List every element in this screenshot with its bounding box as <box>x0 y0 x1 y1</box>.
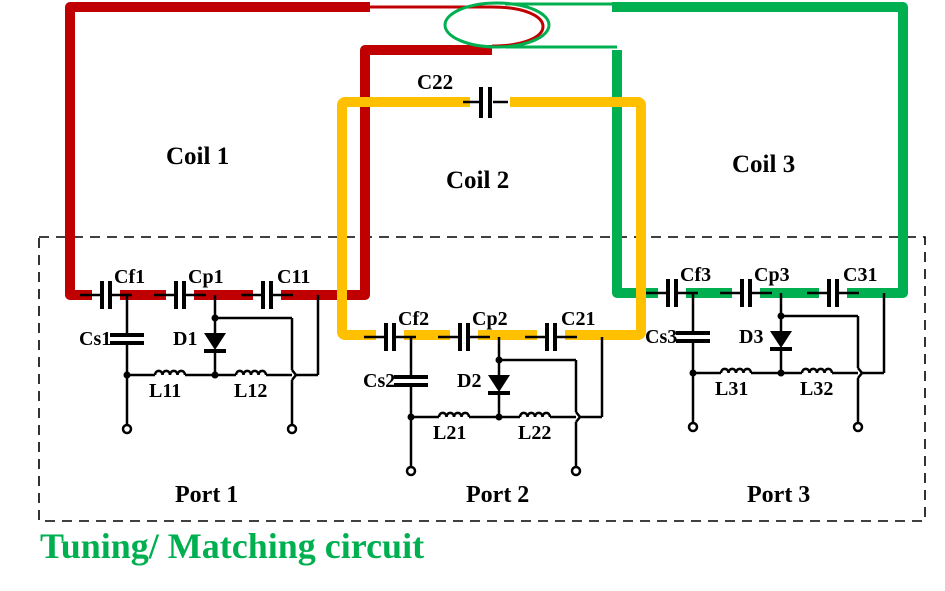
label-cp3: Cp3 <box>754 264 790 286</box>
cap-gap <box>658 285 686 301</box>
capacitor-cf2 <box>364 323 416 351</box>
cap-gap <box>732 285 760 301</box>
cap-gap <box>253 287 281 303</box>
label-cs1: Cs1 <box>79 328 111 350</box>
diode-1-icon <box>204 333 226 350</box>
coil-3-outer-loop <box>612 2 908 298</box>
label-l11: L11 <box>149 380 181 402</box>
label-l32: L32 <box>800 378 833 400</box>
c22-label: C22 <box>417 70 453 94</box>
inductor-l32 <box>800 367 834 374</box>
diode-2-icon <box>488 375 510 392</box>
wire-crossover <box>857 367 864 379</box>
label-cs3: Cs3 <box>645 326 677 348</box>
cap-gap <box>92 287 120 303</box>
label-l31: L31 <box>715 378 748 400</box>
capacitor-c31 <box>807 279 859 307</box>
coil-2-loop <box>337 97 646 340</box>
label-l21: L21 <box>433 422 466 444</box>
cap-gap <box>166 287 194 303</box>
label-cs2: Cs2 <box>363 370 395 392</box>
inductor-coil <box>800 367 834 374</box>
capacitor-cp1 <box>154 281 206 309</box>
label-c21: C21 <box>561 308 595 330</box>
cap-gap <box>819 285 847 301</box>
port-2-label: Port 2 <box>466 482 529 508</box>
port-3-terminal-right <box>852 421 864 433</box>
label-cf3: Cf3 <box>680 264 711 286</box>
tuning-matching-title: Tuning/ Matching circuit <box>40 526 424 566</box>
port-2-terminal-left <box>405 465 417 477</box>
port-3-label: Port 3 <box>747 482 810 508</box>
inductor-coil <box>719 367 753 374</box>
inductor-l11 <box>153 369 187 376</box>
port-1-label: Port 1 <box>175 482 238 508</box>
capacitor-cf3 <box>646 279 698 307</box>
coil-3-label: Coil 3 <box>732 151 795 178</box>
coil-2 <box>337 97 646 340</box>
label-l12: L12 <box>234 380 267 402</box>
coil-2-label: Coil 2 <box>446 167 509 194</box>
port-1-terminal-left <box>121 423 133 435</box>
label-cf1: Cf1 <box>114 266 145 288</box>
label-l22: L22 <box>518 422 551 444</box>
port-2-terminal-right <box>570 465 582 477</box>
coil-1-label: Coil 1 <box>166 143 229 170</box>
label-cf2: Cf2 <box>398 308 429 330</box>
cap-gap <box>537 329 565 345</box>
label-d2: D2 <box>457 370 481 392</box>
label-d3: D3 <box>739 326 763 348</box>
capacitor-c22 <box>463 87 510 118</box>
wire-crossover <box>575 411 582 423</box>
inductor-l12 <box>234 369 268 376</box>
capacitor-c11 <box>241 281 293 309</box>
label-cp1: Cp1 <box>188 266 224 288</box>
inductor-coil <box>518 411 552 418</box>
label-d1: D1 <box>173 328 197 350</box>
cap-gap <box>450 329 478 345</box>
diode-3-icon <box>770 331 792 348</box>
label-c31: C31 <box>843 264 877 286</box>
cap-gap <box>376 329 404 345</box>
port-3-terminal-left <box>687 421 699 433</box>
capacitor-c21 <box>525 323 577 351</box>
coil-crossover-ellipse <box>443 1 551 49</box>
coil-1-crossover-arc <box>491 5 545 48</box>
capacitor-cf1 <box>80 281 132 309</box>
capacitor-cp2 <box>438 323 490 351</box>
port-1-terminal-right <box>286 423 298 435</box>
inductor-coil <box>234 369 268 376</box>
wire-crossover <box>291 369 298 381</box>
inductor-coil <box>153 369 187 376</box>
label-c11: C11 <box>277 266 310 288</box>
inductor-l21 <box>437 411 471 418</box>
inductor-l22 <box>518 411 552 418</box>
coil-1 <box>65 2 545 300</box>
label-cp2: Cp2 <box>472 308 508 330</box>
tuning-matching-box <box>38 236 926 522</box>
coil-1-outer-loop <box>65 2 492 300</box>
inductor-coil <box>437 411 471 418</box>
capacitor-cp3 <box>720 279 772 307</box>
inductor-l31 <box>719 367 753 374</box>
coil-3 <box>443 1 908 298</box>
